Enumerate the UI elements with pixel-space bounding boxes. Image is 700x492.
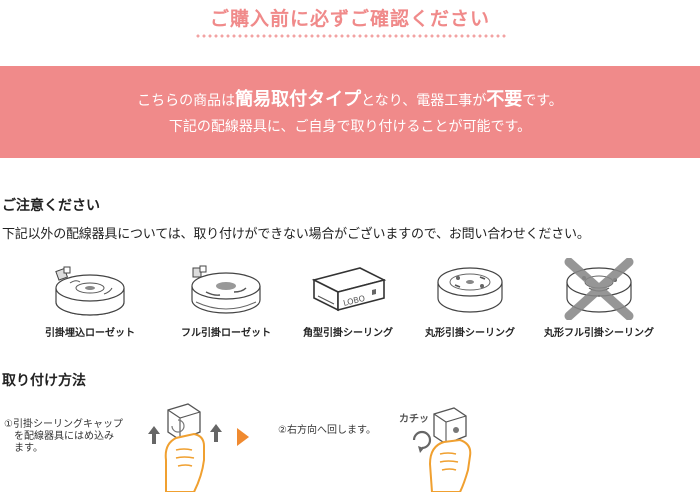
banner-text: こちらの商品は [137, 93, 236, 109]
fixture-label: フル引掛ローゼット [181, 328, 271, 339]
step-1-instruction: ①引掛シーリングキャップ を配線器具にはめ込み ます。 [4, 419, 140, 455]
notice-banner: こちらの商品は簡易取付タイプとなり、電器工事が不要です。 下記の配線器具に、ご自… [0, 66, 700, 158]
next-step-arrow-icon [237, 428, 249, 446]
caution-text: 下記以外の配線器具については、取り付けができない場合がございますので、お問い合わ… [2, 227, 590, 242]
not-supported-cross-icon [564, 258, 634, 320]
full-rosette-icon [191, 265, 261, 314]
step-2-instruction: ②右方向へ回します。 [278, 425, 376, 436]
step-1-line: ます。 [14, 443, 43, 454]
banner-text: です。 [522, 93, 563, 109]
banner-emphasis-type: 簡易取付タイプ [235, 89, 362, 110]
method-heading: 取り付け方法 [2, 373, 86, 389]
banner-line-2: 下記の配線器具に、ご自身で取り付けることが可能です。 [168, 119, 532, 135]
banner-text: となり、電器工事が [361, 93, 487, 109]
step-1-line: を配線器具にはめ込み [14, 431, 114, 442]
fixture-label: 角型引掛シーリング [303, 328, 393, 339]
banner-emphasis-unneeded: 不要 [486, 89, 523, 110]
fixture-full-rosette: フル引掛ローゼット [156, 258, 296, 348]
fixture-label: 丸形引掛シーリング [425, 328, 515, 339]
embedded-rosette-icon [55, 266, 125, 316]
click-sound-label: カチッ [399, 414, 429, 425]
square-ceiling-icon: LOBO [311, 267, 387, 312]
step-1-line: ①引掛シーリングキャップ [4, 419, 123, 430]
rotate-arrow-icon [412, 430, 432, 450]
fixture-label: 丸形フル引掛シーリング [544, 328, 654, 339]
banner-line-1: こちらの商品は簡易取付タイプとなり、電器工事が不要です。 [0, 85, 700, 111]
hand-insert-cap-illustration [148, 403, 222, 492]
fixture-label: 引掛埋込ローゼット [45, 328, 135, 339]
fixture-embedded-rosette: 引掛埋込ローゼット [20, 258, 160, 348]
caution-heading: ご注意ください [2, 198, 100, 214]
fixture-round-full-ceiling: 丸形フル引掛シーリング [529, 258, 669, 348]
fixture-round-ceiling: 丸形引掛シーリング [400, 258, 540, 348]
up-arrow-icon [148, 426, 160, 444]
title-dotted-underline [195, 34, 507, 38]
hand-rotate-cap-illustration [412, 407, 472, 492]
up-arrow-icon [210, 424, 222, 442]
round-ceiling-icon [437, 267, 503, 313]
fixture-square-ceiling: LOBO 角型引掛シーリング [278, 258, 418, 348]
page-title: ご購入前に必ずご確認ください [209, 8, 490, 30]
